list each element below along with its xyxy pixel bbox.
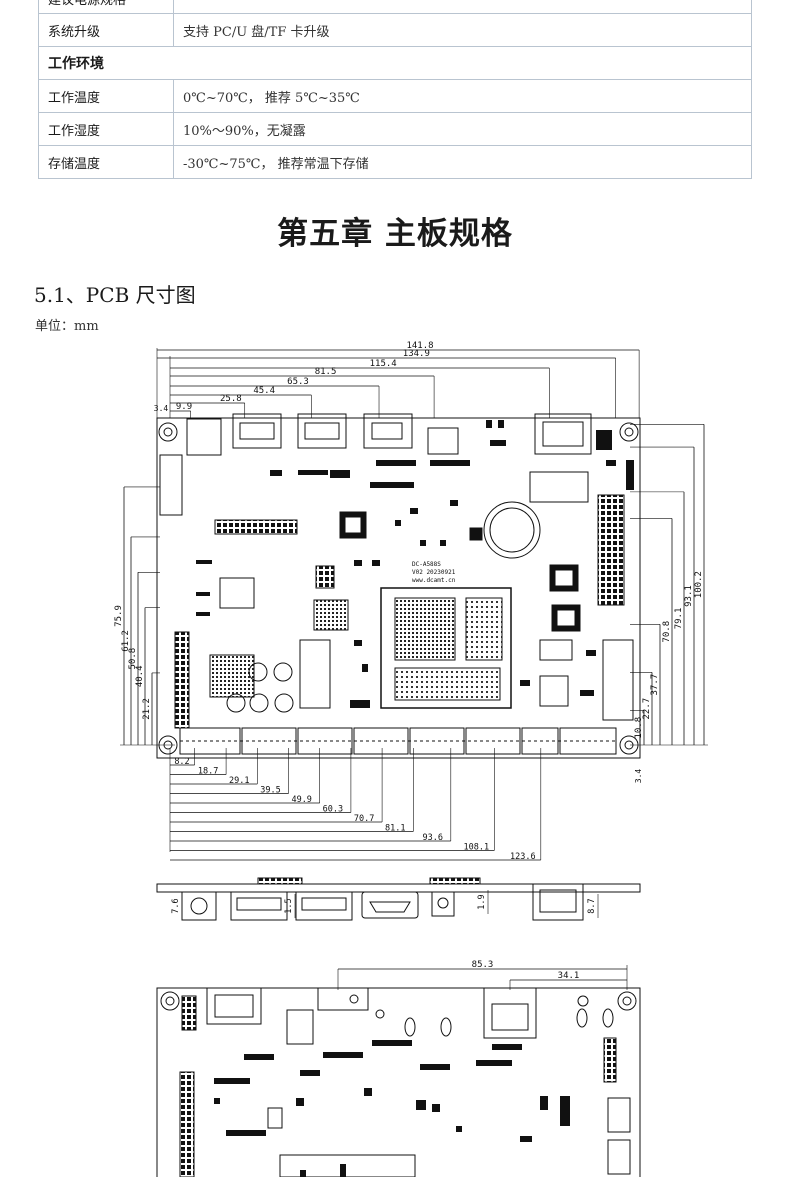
spec-value: 10%～90%，无凝露: [173, 112, 752, 146]
dimension-label: 1.9: [477, 894, 487, 909]
side-board: [156, 883, 641, 893]
dimension-label: 134.9: [403, 349, 430, 359]
spec-row: 存储温度 -30℃~75℃， 推荐常温下存储: [38, 145, 752, 179]
unit-label: 单位：mm: [35, 319, 99, 334]
dimension-label: 3.4: [634, 769, 643, 784]
dimension-label: 50.8: [128, 648, 138, 670]
dimension-label: 65.3: [287, 377, 309, 387]
dimension-label: 8.7: [587, 898, 597, 913]
dimension-label: 3.4: [154, 404, 169, 413]
spec-label: 工作湿度: [38, 112, 174, 146]
dimension-label: 75.9: [114, 605, 124, 627]
soc-outline: [380, 587, 512, 709]
dimension-label: 100.2: [694, 571, 704, 598]
dimension-label: 70.8: [662, 621, 672, 643]
spec-value: -30℃~75℃， 推荐常温下存储: [173, 145, 752, 179]
dimension-label: 81.5: [315, 367, 337, 377]
dimension-label: 115.4: [370, 359, 397, 369]
dimension-label: 85.3: [472, 960, 494, 970]
board-outline: [156, 417, 641, 759]
top-connectors: [186, 413, 592, 456]
dimension-label: 10.8: [634, 717, 644, 739]
spec-table: 建议电源规格 系统升级 支持 PC/U 盘/TF 卡升级 工作环境 工作温度 0…: [38, 0, 752, 179]
dimension-label: 22.7: [642, 698, 652, 720]
dimension-label: 49.9: [291, 795, 311, 805]
dimension-lines-right: 100.293.179.170.8 37.7 22.710.8 3.4: [630, 424, 708, 783]
section-title: 5.1、PCB 尺寸图: [34, 283, 196, 307]
dimension-lines-left: 75.9 61.250.840.4 21.2: [114, 486, 175, 746]
dimension-label: 141.8: [406, 341, 433, 351]
dimension-lines-bottom-view: 85.3 34.1: [337, 960, 628, 990]
side-dc-jack: [181, 891, 217, 921]
bottom-board-outline: [156, 987, 641, 1177]
dimension-label: 81.1: [385, 824, 405, 834]
dimension-label: 40.4: [135, 665, 145, 687]
spec-label: 系统升级: [38, 13, 174, 47]
side-usb-2: [295, 891, 353, 921]
dimension-label: 93.1: [684, 585, 694, 607]
soc-die: [394, 597, 456, 661]
dimension-label: 18.7: [198, 767, 218, 777]
dimension-lines-side: 7.6 1.5 1.9 8.7: [171, 890, 599, 918]
dimension-label: 1.5: [284, 898, 294, 913]
board-model-text: DC-A588S: [412, 561, 441, 568]
dimension-lines-bottom: 8.2 18.7 29.1 39.5 49.9 60.3 70.7 81.1 93.6 108.1…: [169, 748, 542, 862]
side-hdmi: [361, 891, 419, 919]
spec-section-label: 工作环境: [38, 46, 752, 80]
dimension-label: 61.2: [121, 630, 131, 652]
pcb-top-view: DC-A588S V02 20230921 www.dcamt.cn: [156, 413, 641, 759]
bottom-terminal-blocks: [179, 727, 617, 755]
pcb-side-view: [156, 877, 641, 921]
board-url-text: www.dcamt.cn: [412, 577, 456, 584]
dimension-label: 79.1: [674, 608, 684, 630]
pcb-bottom-view: [156, 987, 641, 1177]
dimension-label: 34.1: [558, 971, 580, 981]
dimension-label: 93.6: [423, 833, 443, 843]
spec-section-row: 工作环境: [38, 46, 752, 80]
dimension-label: 7.6: [171, 898, 181, 913]
dimension-label: 37.7: [650, 674, 660, 696]
spec-label: 存储温度: [38, 145, 174, 179]
side-audio: [431, 891, 455, 917]
bottom-passive-components: [214, 1040, 570, 1177]
chapter-title: 第五章 主板规格: [277, 216, 513, 252]
spec-row: 工作湿度 10%～90%，无凝露: [38, 112, 752, 146]
dimension-label: 39.5: [260, 786, 280, 796]
dimension-label: 29.1: [229, 776, 249, 786]
dimension-label: 8.2: [174, 757, 189, 767]
side-usb-1: [230, 891, 288, 921]
dimension-label: 123.6: [510, 852, 536, 862]
dimension-label: 21.2: [142, 698, 152, 720]
dimension-label: 45.4: [253, 386, 275, 396]
dimension-label: 9.9: [176, 402, 192, 412]
side-rj45: [532, 883, 584, 921]
dimension-label: 60.3: [323, 805, 343, 815]
dimension-label: 70.7: [354, 814, 374, 824]
coin-battery: [483, 501, 541, 559]
board-version-text: V02 20230921: [412, 569, 456, 576]
passive-components: [196, 420, 634, 708]
dimension-label: 25.8: [220, 394, 242, 404]
dimension-label: 108.1: [464, 843, 490, 853]
